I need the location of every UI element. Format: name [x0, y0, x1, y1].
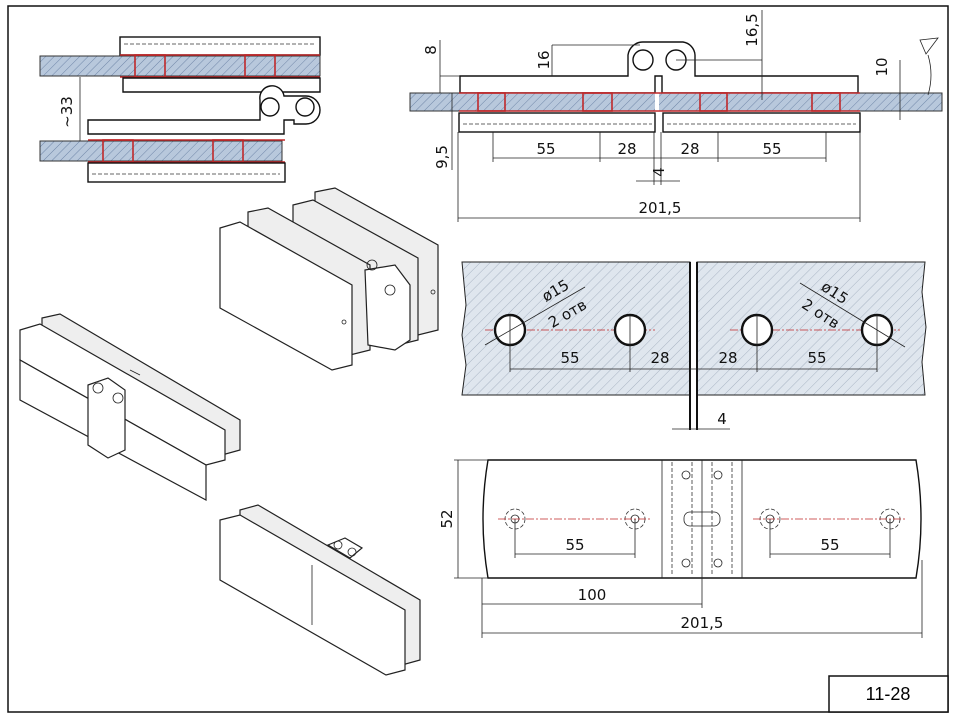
- dim-28-left: 28: [650, 349, 669, 367]
- dim-gap: 4: [717, 410, 727, 428]
- dim-55-right: 55: [820, 536, 839, 554]
- dim-height: 52: [438, 509, 456, 528]
- dim-total: 201,5: [681, 614, 724, 632]
- dim-10: 10: [873, 57, 891, 76]
- dim-28-right: 28: [718, 349, 737, 367]
- isometric-view-closed: [219, 504, 421, 676]
- plan-view: 52 55 55 100 201,5: [438, 459, 923, 638]
- dim-55-right: 55: [807, 349, 826, 367]
- title-block: 11-28: [828, 675, 949, 713]
- dim-55-left: 55: [560, 349, 579, 367]
- isometric-view-open: [219, 187, 439, 371]
- dim-gap-closed: ~33: [58, 96, 76, 128]
- dim-4: 4: [650, 167, 668, 177]
- isometric-view-flat: [19, 313, 241, 502]
- dim-9-5: 9,5: [433, 145, 451, 169]
- open-section-view: 55 28 28 55 4 201,5 8 9,5 16 16,5 10: [409, 10, 943, 222]
- plan-screw-holes: [498, 508, 907, 530]
- sheet-number: 11-28: [866, 684, 911, 704]
- dim-28-left: 28: [617, 140, 636, 158]
- sheet-frame: [7, 5, 949, 713]
- closed-section-view: ~33: [39, 36, 321, 183]
- dim-100: 100: [578, 586, 607, 604]
- glass-hole-layout: ø15 2 отв ø15 2 отв 55 28 28 55 4: [461, 261, 927, 430]
- dim-8: 8: [422, 45, 440, 55]
- dim-55-left: 55: [565, 536, 584, 554]
- dim-28-right: 28: [680, 140, 699, 158]
- dim-55-right: 55: [762, 140, 781, 158]
- dim-55-left: 55: [536, 140, 555, 158]
- dim-16-5: 16,5: [743, 13, 761, 46]
- dim-total: 201,5: [639, 199, 682, 217]
- dim-16: 16: [535, 50, 553, 69]
